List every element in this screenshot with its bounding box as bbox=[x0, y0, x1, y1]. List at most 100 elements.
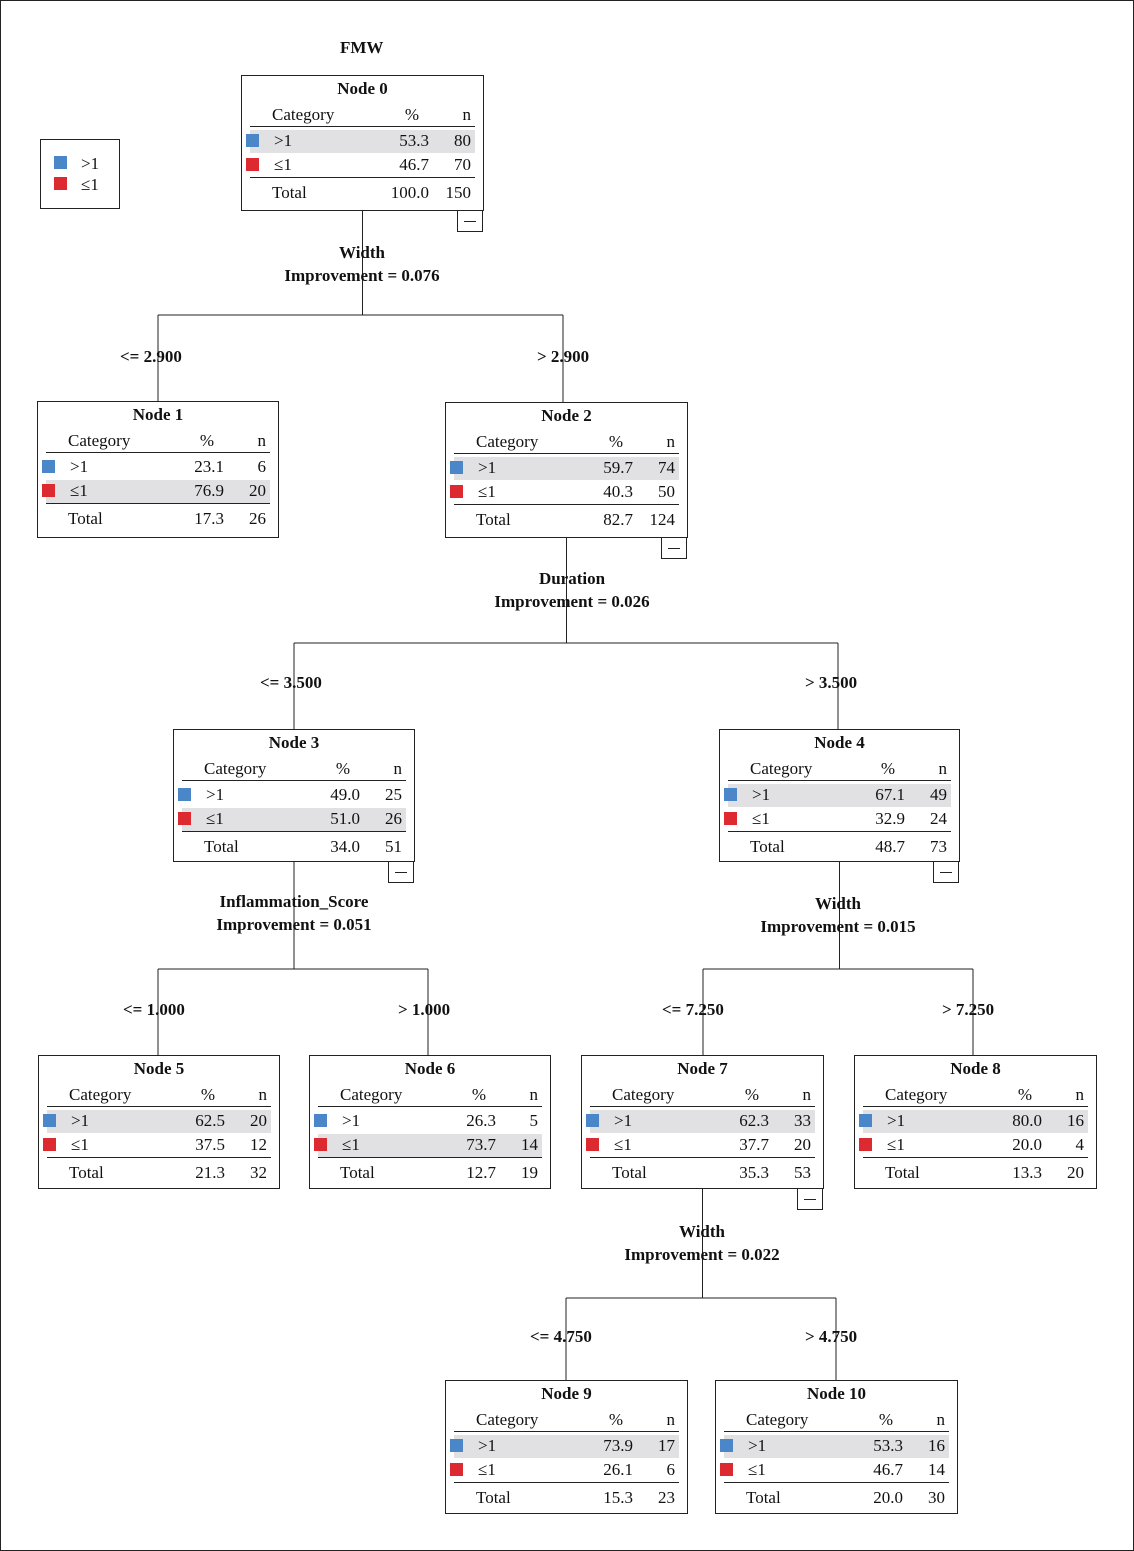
node-title: Node 0 bbox=[337, 79, 388, 98]
row-category: >1 bbox=[342, 1111, 361, 1130]
category-swatch bbox=[859, 1114, 872, 1127]
header-category: Category bbox=[750, 759, 813, 778]
total-n: 73 bbox=[930, 837, 947, 856]
total-percent: 17.3 bbox=[194, 509, 224, 528]
collapse-node-4-button[interactable] bbox=[933, 861, 959, 883]
node-title: Node 6 bbox=[404, 1059, 456, 1078]
collapse-node-3-button[interactable] bbox=[388, 861, 414, 883]
row-n: 49 bbox=[930, 785, 947, 804]
header-percent: % bbox=[878, 1410, 893, 1429]
row-percent: 73.7 bbox=[466, 1135, 496, 1154]
category-swatch bbox=[314, 1138, 327, 1151]
row-category: ≤1 bbox=[614, 1135, 632, 1154]
row-category: >1 bbox=[206, 785, 225, 804]
total-n: 32 bbox=[250, 1163, 267, 1182]
row-percent: 46.7 bbox=[399, 155, 429, 174]
collapse-node-2-button[interactable] bbox=[661, 537, 687, 559]
row-percent: 67.1 bbox=[875, 785, 905, 804]
header-category: Category bbox=[476, 432, 539, 451]
node-title: Node 2 bbox=[541, 406, 592, 425]
total-label: Total bbox=[750, 837, 785, 856]
row-n: 80 bbox=[454, 131, 471, 150]
header-n: n bbox=[666, 432, 676, 451]
row-percent: 59.7 bbox=[603, 458, 633, 477]
header-percent: % bbox=[200, 1085, 215, 1104]
node-title: Node 4 bbox=[814, 733, 865, 752]
row-category: >1 bbox=[478, 458, 497, 477]
row-percent: 37.7 bbox=[739, 1135, 769, 1154]
row-percent: 51.0 bbox=[330, 809, 360, 828]
row-category: ≤1 bbox=[70, 481, 88, 500]
node-table-header: Category%n bbox=[724, 1409, 949, 1432]
node-table-header: Category%n bbox=[590, 1084, 815, 1107]
row-percent: 76.9 bbox=[194, 481, 224, 500]
total-label: Total bbox=[68, 509, 103, 528]
node-table-header: Category%n bbox=[454, 1409, 679, 1432]
row-category: >1 bbox=[478, 1436, 497, 1455]
category-swatch bbox=[178, 788, 191, 801]
row-n: 5 bbox=[529, 1111, 539, 1130]
row-category: >1 bbox=[614, 1111, 633, 1130]
split-variable: Inflammation_Score bbox=[219, 892, 369, 911]
total-label: Total bbox=[69, 1163, 104, 1182]
category-swatch bbox=[724, 788, 737, 801]
total-n: 20 bbox=[1067, 1163, 1084, 1182]
total-percent: 13.3 bbox=[1012, 1163, 1042, 1182]
total-label: Total bbox=[204, 837, 239, 856]
legend: >1 ≤1 bbox=[40, 139, 120, 209]
row-percent: 73.9 bbox=[603, 1436, 633, 1455]
row-category: >1 bbox=[752, 785, 771, 804]
category-swatch bbox=[314, 1114, 327, 1127]
total-percent: 12.7 bbox=[466, 1163, 496, 1182]
node-title: Node 9 bbox=[541, 1384, 592, 1403]
category-swatch bbox=[586, 1114, 599, 1127]
total-label: Total bbox=[476, 510, 511, 529]
split-variable: Width bbox=[339, 243, 385, 262]
row-category: >1 bbox=[274, 131, 293, 150]
row-category: ≤1 bbox=[342, 1135, 360, 1154]
node-table-header: Category%n bbox=[318, 1084, 542, 1107]
collapse-node-0-button[interactable] bbox=[457, 210, 483, 232]
category-swatch bbox=[724, 812, 737, 825]
condition-right: > 7.250 bbox=[942, 1000, 995, 1019]
header-n: n bbox=[258, 1085, 268, 1104]
row-n: 26 bbox=[385, 809, 402, 828]
legend-label: ≤1 bbox=[81, 175, 99, 194]
row-percent: 26.1 bbox=[603, 1460, 633, 1479]
row-n: 14 bbox=[521, 1135, 538, 1154]
row-n: 24 bbox=[930, 809, 947, 828]
split-variable: Width bbox=[679, 1222, 725, 1241]
condition-right: > 4.750 bbox=[805, 1327, 858, 1346]
node-row-le1: ≤1 73.7 14 bbox=[314, 1134, 542, 1157]
split-improvement: Improvement = 0.051 bbox=[216, 915, 372, 934]
node-table-header: Category%n bbox=[47, 1084, 271, 1107]
condition-left: <= 3.500 bbox=[260, 673, 322, 692]
header-category: Category bbox=[272, 105, 335, 124]
category-swatch bbox=[720, 1439, 733, 1452]
header-category: Category bbox=[476, 1410, 539, 1429]
row-category: ≤1 bbox=[748, 1460, 766, 1479]
row-percent: 40.3 bbox=[603, 482, 633, 501]
total-n: 19 bbox=[521, 1163, 538, 1182]
node-row-gt1: >1 67.1 49 bbox=[724, 784, 951, 807]
collapse-node-7-button[interactable] bbox=[797, 1188, 823, 1210]
row-category: ≤1 bbox=[478, 482, 496, 501]
